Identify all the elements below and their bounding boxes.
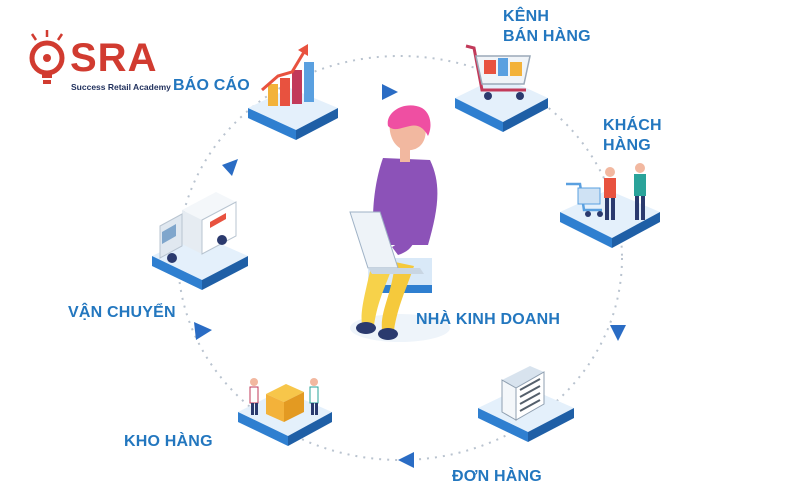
customers-icon — [566, 163, 646, 220]
label-van-chuyen: VẬN CHUYỂN — [68, 304, 176, 321]
label-nha-kinh-doanh: NHÀ KINH DOANH — [416, 311, 561, 328]
logo-brand-name: SRA — [70, 36, 158, 80]
order-platform — [478, 366, 574, 442]
warehouse-boxes-icon — [249, 378, 319, 422]
arrow-customer-to-order — [610, 325, 626, 341]
label-kho-hang: KHO HÀNG — [124, 433, 213, 450]
delivery-truck-icon — [159, 192, 237, 263]
logo-tagline: Success Retail Academy — [71, 82, 171, 92]
report-chart-icon — [261, 44, 314, 106]
sales-channel-platform — [455, 44, 548, 132]
business-owner-illustration — [349, 105, 450, 342]
arrow-report-to-channel — [382, 84, 398, 100]
sra-logo-mark — [29, 30, 65, 84]
report-platform — [248, 44, 338, 140]
arrow-shipping-to-report — [222, 159, 238, 176]
shipping-platform — [152, 192, 248, 290]
order-documents-icon — [501, 366, 545, 421]
cycle-dashed-ring — [177, 55, 623, 461]
arrow-warehouse-to-shipping — [194, 322, 212, 340]
arrow-order-to-warehouse — [398, 452, 414, 468]
label-kenh-ban-hang: KÊNH BÁN HÀNG — [503, 8, 591, 45]
customer-platform — [560, 163, 660, 248]
label-khach-hang: KHÁCH HÀNG — [603, 117, 662, 154]
shopping-cart-icon — [465, 44, 531, 100]
warehouse-platform — [238, 378, 332, 446]
label-don-hang: ĐƠN HÀNG — [452, 468, 542, 485]
label-bao-cao: BÁO CÁO — [173, 77, 250, 94]
